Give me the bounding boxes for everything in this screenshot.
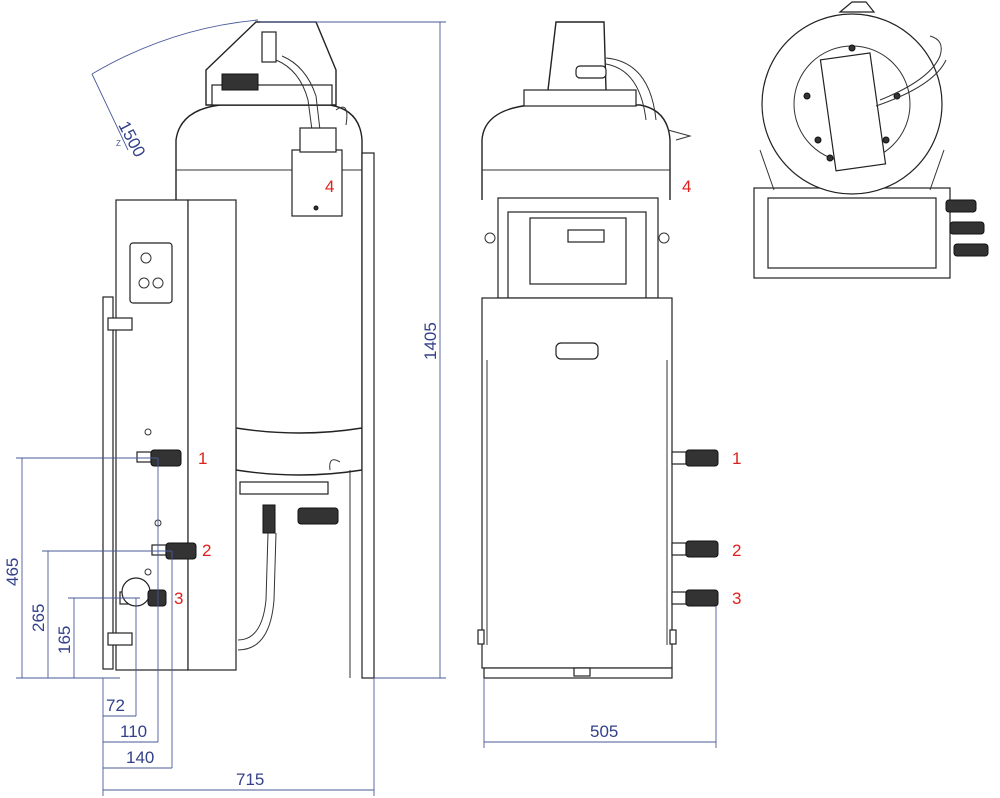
- front-callout-1: 1: [732, 449, 741, 468]
- side-callout-4: 4: [325, 177, 334, 196]
- front-connection-3: [671, 589, 719, 607]
- side-callout-1: 1: [198, 449, 207, 468]
- dim-165-label: 165: [55, 626, 74, 654]
- side-callout-2: 2: [202, 541, 211, 560]
- front-connection-2: [671, 540, 719, 558]
- side-callout-3: 3: [174, 589, 183, 608]
- top-view: [753, 1, 989, 279]
- front-callout-2: 2: [732, 541, 741, 560]
- front-callout-4: 4: [682, 177, 691, 196]
- dimension-lines: [16, 19, 717, 796]
- dim-465-label: 465: [3, 558, 22, 586]
- dim-505-label: 505: [590, 722, 618, 741]
- side-view: [102, 21, 375, 679]
- front-connection-1: [671, 449, 719, 467]
- dim-radius-unit: Z: [116, 139, 121, 148]
- dim-715-label: 715: [236, 770, 264, 789]
- front-callout-3: 3: [732, 589, 741, 608]
- dim-height-total-label: 1405: [421, 322, 440, 360]
- front-view: [477, 21, 719, 679]
- dim-110-label: 110: [120, 722, 147, 741]
- dim-140-label: 140: [126, 748, 154, 767]
- dim-265-label: 265: [29, 604, 48, 632]
- dim-72-label: 72: [106, 696, 125, 715]
